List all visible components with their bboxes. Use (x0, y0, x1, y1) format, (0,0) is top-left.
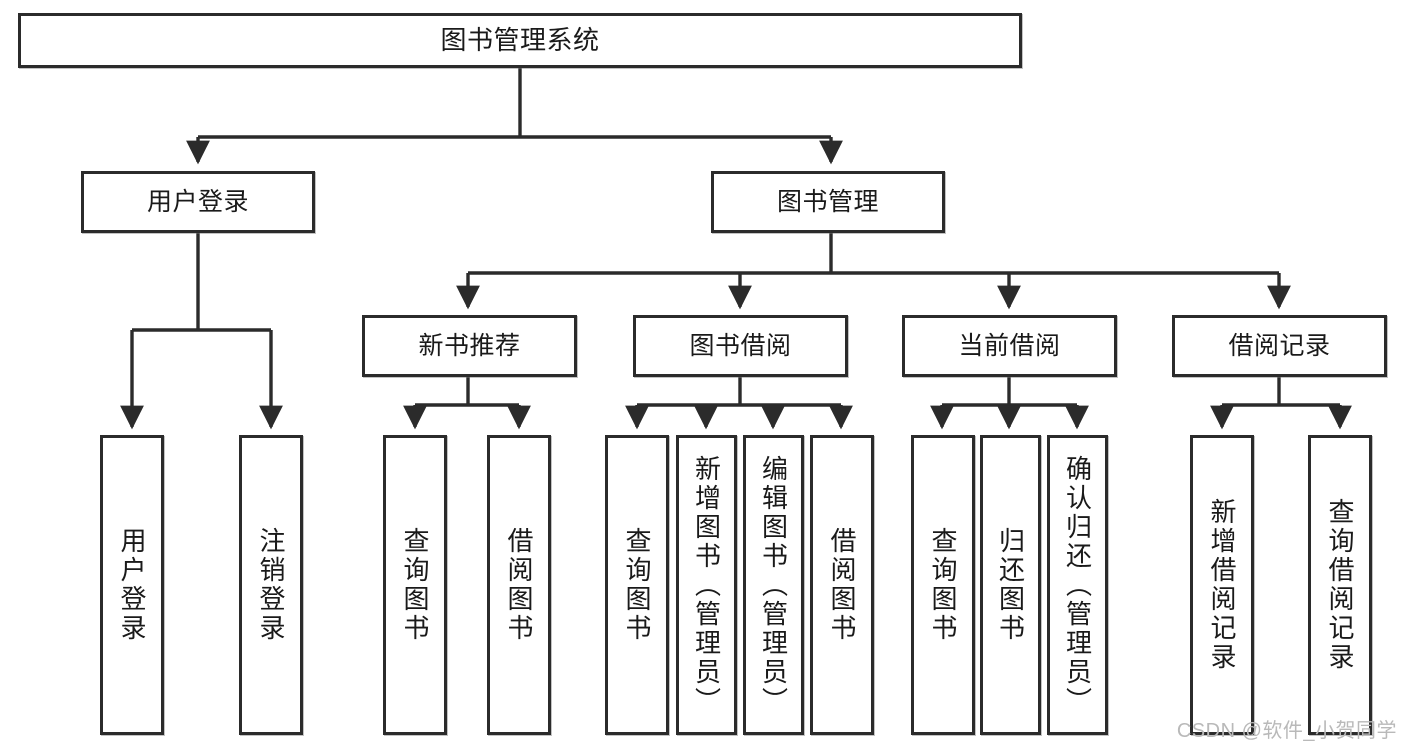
node-label: 查询借阅记录 (1325, 498, 1355, 672)
leaf-current-borrow-return-book[interactable]: 归还图书 (980, 435, 1041, 735)
node-borrow-record[interactable]: 借阅记录 (1172, 315, 1387, 377)
node-label: 用户登录 (146, 187, 249, 216)
leaf-book-borrow-add-book-admin[interactable]: 新增图书（管理员） (676, 435, 737, 735)
node-current-borrow[interactable]: 当前借阅 (902, 315, 1117, 377)
leaf-new-book-query-book[interactable]: 查询图书 (383, 435, 447, 735)
node-label: 查询图书 (622, 527, 652, 643)
node-label: 图书管理 (776, 187, 879, 216)
node-label: 新增借阅记录 (1207, 498, 1237, 672)
leaf-book-borrow-edit-book-admin[interactable]: 编辑图书（管理员） (743, 435, 804, 735)
node-label: 当前借阅 (958, 331, 1061, 360)
node-label: 借阅图书 (504, 527, 534, 643)
node-label: 新增图书（管理员） (691, 455, 722, 716)
leaf-user-login-logout[interactable]: 注销登录 (239, 435, 303, 735)
node-label: 用户登录 (117, 527, 147, 643)
node-label: 归还图书 (995, 527, 1026, 643)
node-label: 借阅图书 (827, 527, 857, 643)
watermark-text: CSDN @软件_小贺同学 (1176, 720, 1397, 742)
node-label: 图书管理系统 (440, 24, 600, 55)
node-label: 新书推荐 (418, 331, 521, 360)
leaf-book-borrow-query-book[interactable]: 查询图书 (605, 435, 669, 735)
node-label: 查询图书 (400, 527, 430, 643)
node-book-borrow[interactable]: 图书借阅 (633, 315, 848, 377)
leaf-current-borrow-confirm-return-admin[interactable]: 确认归还（管理员） (1047, 435, 1108, 735)
node-label: 编辑图书（管理员） (758, 455, 789, 716)
node-new-book-recommendation[interactable]: 新书推荐 (362, 315, 577, 377)
node-root-book-management-system[interactable]: 图书管理系统 (18, 13, 1022, 68)
node-book-management[interactable]: 图书管理 (711, 171, 945, 233)
node-label: 图书借阅 (689, 331, 792, 360)
leaf-borrow-record-add-record[interactable]: 新增借阅记录 (1190, 435, 1254, 735)
node-label: 确认归还（管理员） (1062, 455, 1093, 716)
node-label: 查询图书 (928, 527, 958, 643)
node-user-login[interactable]: 用户登录 (81, 171, 315, 233)
leaf-book-borrow-borrow-book[interactable]: 借阅图书 (810, 435, 874, 735)
leaf-borrow-record-query-record[interactable]: 查询借阅记录 (1308, 435, 1372, 735)
leaf-new-book-borrow-book[interactable]: 借阅图书 (487, 435, 551, 735)
leaf-user-login-login[interactable]: 用户登录 (100, 435, 164, 735)
node-label: 借阅记录 (1228, 331, 1331, 360)
leaf-current-borrow-query-book[interactable]: 查询图书 (911, 435, 975, 735)
node-label: 注销登录 (256, 527, 286, 643)
